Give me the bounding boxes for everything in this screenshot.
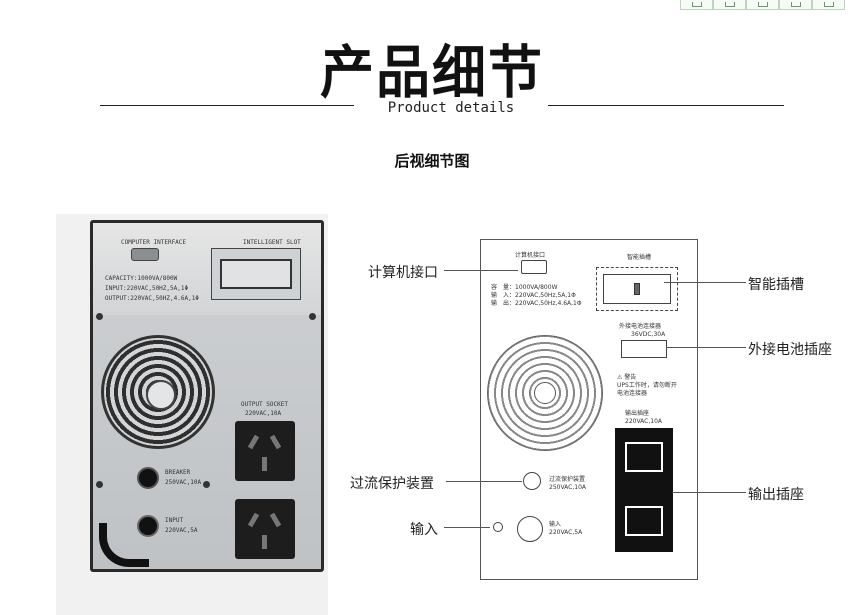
- output-socket-2: [235, 499, 295, 559]
- db9-port-icon: [131, 248, 159, 261]
- breaker-rating: 250VAC,10A: [165, 479, 202, 486]
- diagram-battery-connector: [621, 340, 667, 358]
- toolbar-button-4[interactable]: [779, 0, 812, 10]
- diagram-output-label: 输出插座: [625, 410, 650, 417]
- diagram-input-label: 输入: [549, 521, 562, 528]
- output-socket-label: OUTPUT SOCKET: [241, 401, 288, 408]
- callout-computer-port: 计算机接口: [368, 265, 438, 281]
- callout-intelligent-slot: 智能插槽: [748, 277, 804, 293]
- diagram-battery-label: 外接电池连接器: [619, 323, 662, 330]
- tray-icon: [691, 2, 702, 7]
- toolbar-button-5[interactable]: [812, 0, 845, 10]
- fan-hub: [146, 380, 176, 410]
- diagram-slot-label: 智能插槽: [627, 254, 652, 261]
- diagram-breaker-label: 过流保护装置: [549, 476, 586, 483]
- breaker-button: [137, 467, 159, 489]
- spec-capacity: CAPACITY:1000VA/800W: [105, 275, 178, 282]
- tray-icon: [724, 2, 735, 7]
- diagram-port-icon: [521, 260, 547, 274]
- section-title: 后视细节图: [394, 152, 470, 170]
- callout-output: 输出插座: [748, 487, 804, 503]
- toolbar-button-1[interactable]: [680, 0, 713, 10]
- ups-rear-diagram: 计算机接口 智能插槽 容 量：1000VA/800W 输 入：220VAC,50…: [480, 239, 698, 580]
- diagram-screw-icon: [493, 522, 503, 532]
- screw-icon: [309, 313, 316, 320]
- screw-icon: [203, 481, 210, 488]
- diagram-spec-output: 输 出：220VAC,50Hz,4.6A,1Φ: [491, 300, 582, 307]
- ups-rear-photo: COMPUTER INTERFACE INTELLIGENT SLOT CAPA…: [56, 214, 328, 615]
- leader-line: [444, 270, 518, 271]
- callout-external-battery: 外接电池插座: [748, 342, 832, 358]
- diagram-breaker-icon: [523, 472, 541, 490]
- ups-back-panel: COMPUTER INTERFACE INTELLIGENT SLOT CAPA…: [90, 220, 324, 572]
- diagram-port-label: 计算机接口: [515, 252, 546, 259]
- breaker-label: BREAKER: [165, 469, 191, 476]
- diagram-warning-title: ⚠ 警告: [617, 374, 637, 381]
- top-toolbar: [680, 0, 845, 10]
- leader-line: [672, 492, 746, 493]
- input-rating: 220VAC,5A: [165, 527, 198, 534]
- slot-switch-icon: [634, 283, 640, 295]
- leader-line: [666, 347, 746, 348]
- fan-grille-icon: [101, 335, 215, 449]
- slot-cover: [220, 259, 292, 289]
- diagram-spec-input: 输 入：220VAC,50Hz,5A,1Φ: [491, 292, 576, 299]
- diagram-breaker-rating: 250VAC,10A: [549, 484, 587, 491]
- toolbar-button-2[interactable]: [713, 0, 746, 10]
- leader-line: [444, 527, 490, 528]
- diagram-input-rating: 220VAC,5A: [549, 529, 583, 536]
- tray-icon: [790, 2, 801, 7]
- toolbar-button-3[interactable]: [746, 0, 779, 10]
- input-label: INPUT: [165, 517, 184, 524]
- spec-input: INPUT:220VAC,50HZ,5A,1Φ: [105, 285, 189, 292]
- diagram-warning-line2: 电池连接器: [617, 390, 648, 397]
- intelligent-slot: [211, 248, 301, 300]
- leader-line: [446, 481, 522, 482]
- screw-icon: [96, 313, 103, 320]
- diagram-input-icon: [517, 516, 543, 542]
- callout-input: 输入: [410, 522, 438, 538]
- screw-icon: [96, 481, 103, 488]
- diagram-socket-1: [625, 442, 663, 472]
- power-cable: [99, 523, 149, 567]
- title-rule-left: [100, 105, 354, 106]
- output-socket-1: [235, 421, 295, 481]
- diagram-fan-icon: [487, 335, 603, 451]
- callout-overcurrent: 过流保护装置: [350, 476, 434, 492]
- page-subtitle: Product details: [387, 100, 515, 116]
- title-rule-right: [548, 105, 784, 106]
- diagram-fan-hub: [534, 382, 556, 404]
- diagram-spec-capacity: 容 量：1000VA/800W: [491, 284, 558, 291]
- settings-icon: [823, 2, 834, 7]
- spec-output: OUTPUT:220VAC,50HZ,4.6A,1Φ: [105, 295, 199, 302]
- diagram-slot: [596, 267, 678, 311]
- diagram-socket-2: [625, 506, 663, 536]
- leader-line: [664, 282, 746, 283]
- intelligent-slot-label: INTELLIGENT SLOT: [243, 239, 301, 246]
- diagram-output-rating: 220VAC,10A: [625, 418, 663, 425]
- output-socket-rating: 220VAC,10A: [245, 410, 282, 417]
- diagram-output-sockets: [615, 428, 673, 552]
- tray-icon: [757, 2, 768, 7]
- page-title: 产品细节: [320, 39, 544, 106]
- computer-interface-label: COMPUTER INTERFACE: [121, 239, 187, 246]
- diagram-warning-line1: UPS工作时，请勿断开: [617, 382, 677, 389]
- diagram-battery-rating: 36VDC,30A: [631, 331, 666, 338]
